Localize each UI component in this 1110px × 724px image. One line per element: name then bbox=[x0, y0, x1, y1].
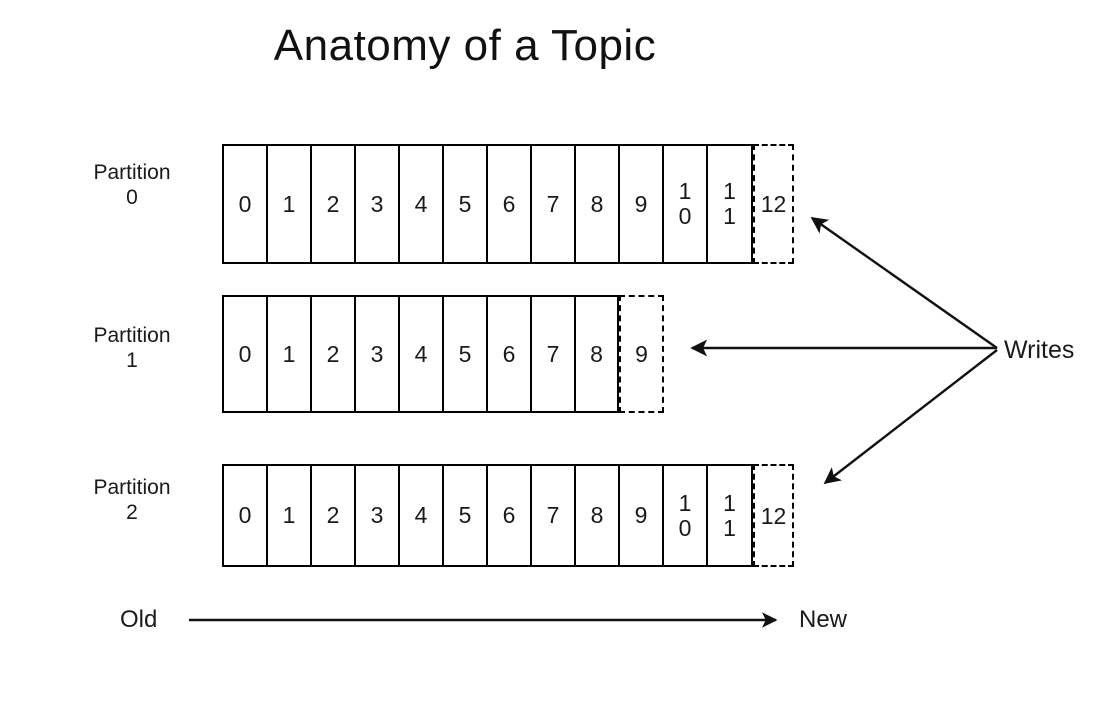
log-cell[interactable]: 7 bbox=[532, 297, 576, 411]
writes-arrow-partition-2 bbox=[823, 349, 998, 485]
log-cell[interactable]: 9 bbox=[620, 466, 664, 565]
log-cell[interactable]: 3 bbox=[356, 146, 400, 262]
log-cell[interactable]: 2 bbox=[312, 297, 356, 411]
partition-label-number: 0 bbox=[126, 186, 138, 209]
time-axis-new-label: New bbox=[799, 606, 848, 633]
log-cell[interactable]: 2 bbox=[312, 146, 356, 262]
page-title: Anatomy of a Topic bbox=[273, 21, 657, 70]
log-cell-value: 4 bbox=[414, 502, 428, 528]
log-cell[interactable]: 4 bbox=[400, 466, 444, 565]
log-cell-value: 4 bbox=[414, 190, 428, 217]
log-cell-value: 1 bbox=[282, 502, 296, 528]
log-cell-value: 9 bbox=[634, 502, 648, 528]
log-cell[interactable]: 4 bbox=[400, 297, 444, 411]
log-cell[interactable]: 0 bbox=[224, 466, 268, 565]
pending-cell-value: 12 bbox=[760, 502, 787, 529]
log-cell-value: 5 bbox=[458, 340, 472, 367]
log-cell-value: 8 bbox=[590, 502, 604, 528]
partition-log-1: 0 1 2 3 4 5 6 7 8 9 bbox=[222, 295, 664, 413]
log-cell[interactable]: 2 bbox=[312, 466, 356, 565]
log-cell-value: 3 bbox=[370, 340, 384, 367]
log-cell[interactable]: 9 bbox=[620, 146, 664, 262]
log-cell[interactable]: 4 bbox=[400, 146, 444, 262]
partition-label-name: Partition bbox=[93, 476, 171, 499]
log-cell[interactable]: 1 bbox=[268, 297, 312, 411]
partition-label-name: Partition bbox=[93, 324, 171, 347]
log-cell-value: 3 bbox=[370, 190, 384, 217]
log-cell-value: 8 bbox=[590, 190, 604, 217]
log-cell-value: 2 bbox=[326, 502, 340, 528]
log-cell-value: 7 bbox=[546, 340, 560, 367]
log-cell[interactable]: 1 bbox=[268, 146, 312, 262]
partition-label-1: Partition 1 bbox=[52, 323, 212, 373]
log-cell-value: 2 bbox=[326, 190, 340, 217]
log-cell-value: 0 bbox=[238, 502, 252, 528]
partition-label-name: Partition bbox=[93, 161, 171, 184]
pending-cell[interactable]: 12 bbox=[753, 144, 794, 264]
log-cell[interactable]: 5 bbox=[444, 466, 488, 565]
partition-label-number: 1 bbox=[126, 349, 138, 372]
committed-segment-1: 0 1 2 3 4 5 6 7 8 bbox=[222, 295, 619, 413]
log-cell-value: 6 bbox=[502, 502, 516, 528]
log-cell-value: 6 bbox=[502, 190, 516, 217]
pending-cell[interactable]: 12 bbox=[753, 464, 794, 567]
log-cell[interactable]: 8 bbox=[576, 297, 617, 411]
log-cell[interactable]: 3 bbox=[356, 466, 400, 565]
log-cell[interactable]: 7 bbox=[532, 146, 576, 262]
log-cell-value: 1 bbox=[282, 340, 296, 367]
log-cell-value: 7 bbox=[546, 502, 560, 528]
pending-cell-value: 12 bbox=[760, 191, 787, 217]
log-cell[interactable]: 5 bbox=[444, 146, 488, 262]
writes-label: Writes bbox=[1004, 336, 1075, 364]
log-cell[interactable]: 0 bbox=[224, 146, 268, 262]
log-cell[interactable]: 6 bbox=[488, 297, 532, 411]
log-cell-value: 9 bbox=[634, 190, 648, 217]
log-cell-value: 3 bbox=[370, 502, 384, 528]
partition-label-0: Partition 0 bbox=[52, 160, 212, 210]
log-cell-value: 0 bbox=[238, 190, 252, 217]
log-cell[interactable]: 3 bbox=[356, 297, 400, 411]
log-cell-value: 5 bbox=[458, 502, 472, 528]
log-cell-value: 8 bbox=[590, 340, 603, 367]
log-cell[interactable]: 5 bbox=[444, 297, 488, 411]
partition-label-2: Partition 2 bbox=[52, 475, 212, 525]
log-cell[interactable]: 8 bbox=[576, 146, 620, 262]
log-cell-value: 5 bbox=[458, 190, 472, 217]
log-cell[interactable]: 7 bbox=[532, 466, 576, 565]
log-cell[interactable]: 1 bbox=[268, 466, 312, 565]
log-cell[interactable]: 8 bbox=[576, 466, 620, 565]
log-cell[interactable]: 6 bbox=[488, 146, 532, 262]
log-cell-value: 2 bbox=[326, 340, 340, 367]
log-cell-value: 1 bbox=[282, 190, 296, 217]
time-axis-old-label: Old bbox=[120, 606, 158, 633]
log-cell[interactable]: 6 bbox=[488, 466, 532, 565]
log-cell-value: 0 bbox=[238, 340, 252, 367]
log-cell-value: 6 bbox=[502, 340, 516, 367]
writes-arrow-partition-0 bbox=[810, 217, 998, 349]
pending-cell[interactable]: 9 bbox=[619, 295, 664, 413]
log-cell-value: 7 bbox=[546, 190, 560, 217]
log-cell-value: 4 bbox=[414, 340, 428, 367]
log-cell[interactable]: 0 bbox=[224, 297, 268, 411]
pending-cell-value: 9 bbox=[635, 341, 648, 367]
partition-label-number: 2 bbox=[126, 501, 138, 524]
